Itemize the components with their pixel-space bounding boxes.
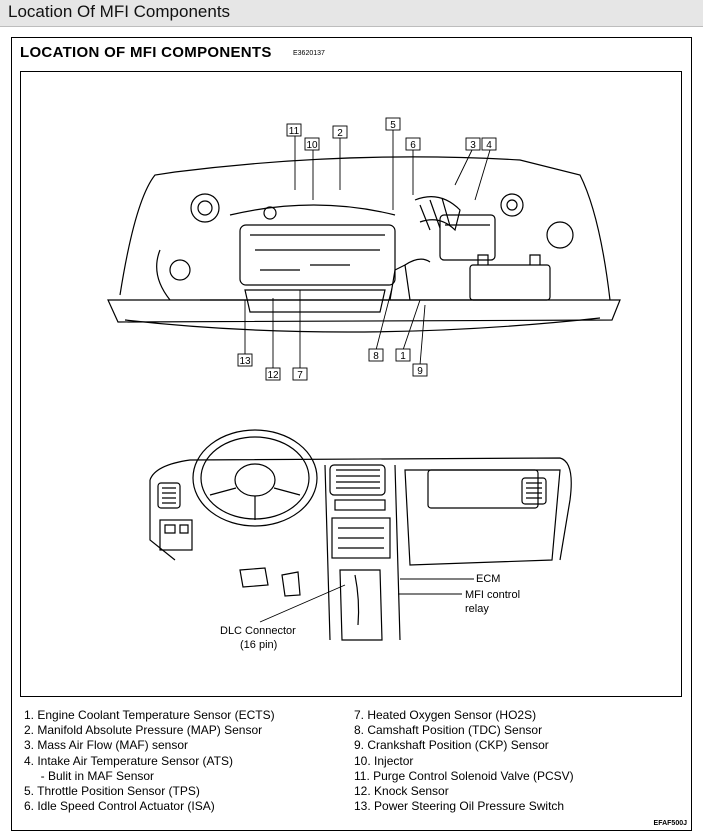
mfi-relay-label-line1: MFI control: [465, 589, 520, 601]
callout-3: 3: [470, 140, 476, 151]
callout-11: 11: [289, 126, 300, 137]
engine-callouts: 11 10 2 5 6 3 4 13 12 7 8 1 9: [237, 117, 497, 381]
callout-8: 8: [373, 351, 379, 362]
legend-right-column: 7. Heated Oxygen Sensor (HO2S) 8. Camsha…: [354, 708, 574, 814]
legend-item: - Bulit in MAF Sensor: [24, 768, 155, 783]
legend-left-column: 1. Engine Coolant Temperature Sensor (EC…: [24, 708, 275, 814]
callout-6: 6: [410, 140, 416, 151]
legend-item: 11. Purge Control Solenoid Valve (PCSV): [354, 768, 574, 783]
legend-item: 6. Idle Speed Control Actuator (ISA): [24, 799, 215, 814]
legend-item: 3. Mass Air Flow (MAF) sensor: [24, 738, 189, 753]
callout-5: 5: [390, 120, 396, 131]
dashboard-leaders: [259, 578, 474, 623]
legend-item: 10. Injector: [354, 753, 414, 768]
callout-4: 4: [486, 140, 492, 151]
footer-code: EFAF500J: [653, 820, 687, 827]
figure-frame: [20, 71, 682, 697]
legend-item: 1. Engine Coolant Temperature Sensor (EC…: [24, 708, 275, 722]
callout-13: 13: [239, 356, 251, 367]
document-heading: LOCATION OF MFI COMPONENTS: [20, 44, 272, 61]
legend-item: 9. Crankshaft Position (CKP) Sensor: [354, 738, 549, 753]
ecm-label: ECM: [476, 573, 500, 585]
legend-item: 13. Power Steering Oil Pressure Switch: [354, 799, 565, 814]
callout-12: 12: [267, 370, 279, 381]
legend-item: 12. Knock Sensor: [354, 784, 449, 799]
callout-7: 7: [297, 370, 303, 381]
dashboard-drawing: [149, 429, 572, 641]
window-title: Location Of MFI Components: [8, 2, 231, 21]
callout-9: 9: [417, 366, 423, 377]
dlc-label-line2: (16 pin): [240, 639, 277, 651]
dlc-label-line1: DLC Connector: [220, 625, 296, 637]
figure-code: E3620137: [293, 50, 325, 57]
document-sheet: [11, 37, 692, 831]
callout-10: 10: [306, 140, 318, 151]
legend-item: 5. Throttle Position Sensor (TPS): [24, 784, 200, 799]
window-title-bar: Location Of MFI Components: [0, 0, 703, 27]
legend-item: 2. Manifold Absolute Pressure (MAP) Sens…: [24, 723, 263, 738]
mfi-relay-label-line2: relay: [465, 603, 489, 615]
legend-item: 8. Camshaft Position (TDC) Sensor: [354, 723, 543, 738]
callout-1: 1: [400, 351, 406, 362]
callout-2: 2: [337, 128, 343, 139]
legend-item: 4. Intake Air Temperature Sensor (ATS): [24, 753, 233, 768]
legend-item: 7. Heated Oxygen Sensor (HO2S): [354, 708, 537, 722]
engine-bay-drawing: [107, 156, 621, 333]
